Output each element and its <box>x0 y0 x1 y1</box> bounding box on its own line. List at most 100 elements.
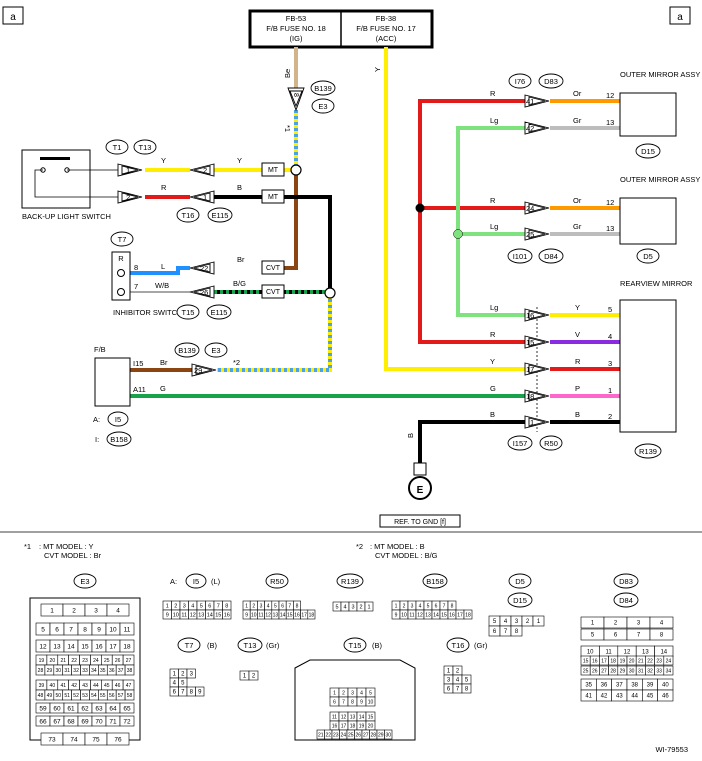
e3grid-pin: 26 <box>115 658 121 664</box>
t16grid-pin: 3 <box>447 678 451 684</box>
b158grid-pin: 2 <box>403 603 406 609</box>
i5grid-pin: 3 <box>183 603 186 609</box>
i5grid-pin: 11 <box>181 612 187 618</box>
corner-label-right: a <box>677 12 683 23</box>
i5grid-pin: 2 <box>174 603 177 609</box>
e3grid-pin: 64 <box>109 705 117 712</box>
legend-i5-oval <box>185 573 207 589</box>
t15grid-pin: 9 <box>360 699 363 705</box>
legend-t15-color: (B) <box>372 641 383 650</box>
r50grid-pin: 5 <box>274 603 277 609</box>
r139grid-pin: 1 <box>367 604 370 610</box>
r50grid-pin: 16 <box>294 612 300 618</box>
conn-e115: E115 <box>212 211 229 220</box>
wire-lg-loop <box>456 126 525 317</box>
e3grid-pin: 74 <box>70 736 78 743</box>
t16grid-pin: 5 <box>465 678 469 684</box>
legend-d15-oval <box>507 592 533 608</box>
t16grid-pin: 4 <box>456 678 460 684</box>
legend-i5-color: (L) <box>211 577 221 586</box>
inhibitor-pin-8 <box>117 269 125 277</box>
t15grid-pin: 7 <box>342 699 345 705</box>
e3grid-pin: 19 <box>39 658 45 664</box>
t15grid-pin: 2 <box>342 690 345 696</box>
wire-label: Lg <box>490 116 498 125</box>
junction-cvt-2 <box>261 284 285 299</box>
pin-b139-29 <box>191 363 217 377</box>
d83grid-pin: 14 <box>660 650 667 656</box>
d5grid-pin: 3 <box>515 619 519 625</box>
e3grid-pin: 29 <box>47 668 53 674</box>
r50grid-pin: 14 <box>280 612 286 618</box>
t15grid-pin: 22 <box>325 732 331 738</box>
d83grid-pin: 35 <box>585 683 592 689</box>
note-2-line-1: : MT MODEL : B <box>370 542 425 551</box>
pin-num: 2 <box>126 193 130 202</box>
e3grid-cell <box>106 732 130 746</box>
legend-d5-label: D5 <box>515 577 525 586</box>
outer-lh-label: OUTER MIRROR ASSY LH <box>620 175 702 184</box>
junction-mt-2-label: MT <box>268 194 279 201</box>
d83grid-pin: 42 <box>601 694 608 700</box>
wire-label: Lg <box>490 303 498 312</box>
t7grid-pin: 7 <box>181 690 185 696</box>
wire-label: V <box>575 330 580 339</box>
t15grid-pin: 16 <box>332 723 338 729</box>
pin-i157-15 <box>524 335 550 349</box>
e3grid-pin: 46 <box>115 683 121 689</box>
r139grid-cell <box>364 601 374 612</box>
b158grid-pin: 1 <box>395 603 398 609</box>
wire-label: R <box>490 196 496 205</box>
e3grid-pin: 14 <box>67 643 75 650</box>
ground-label: E <box>417 485 424 496</box>
e3grid-pin: 32 <box>73 668 79 674</box>
r50grid-pin: 4 <box>267 603 270 609</box>
r50grid-pin: 7 <box>288 603 291 609</box>
b158grid-cell <box>463 609 473 620</box>
d83grid-pin: 37 <box>616 683 623 689</box>
i5grid-pin: 15 <box>215 612 221 618</box>
e3grid-pin: 73 <box>48 736 56 743</box>
pin-num: I15 <box>133 359 143 368</box>
b158grid-pin: 15 <box>441 612 447 618</box>
wire-label: Br <box>237 255 245 264</box>
t7grid-pin: 5 <box>181 681 185 687</box>
wire-label: Or <box>573 89 582 98</box>
d5grid-pin: 1 <box>537 619 541 625</box>
t15grid-pin: 27 <box>363 732 369 738</box>
e3grid-pin: 54 <box>91 693 97 699</box>
legend-t16-oval <box>446 637 470 653</box>
pin-num: 16 <box>526 311 534 320</box>
e3grid-pin: 47 <box>126 683 132 689</box>
junction-cvt-2-label: CVT <box>266 289 281 296</box>
e3grid-pin: 27 <box>126 658 132 664</box>
t16grid-cell <box>461 683 472 694</box>
pin-i157-16 <box>524 308 550 322</box>
e3grid-pin: 3 <box>94 607 98 614</box>
pin-num: 24 <box>526 204 534 213</box>
t15grid-pin: 23 <box>333 732 339 738</box>
d83grid-pin: 16 <box>592 658 598 664</box>
d83grid-pin: 3 <box>637 621 641 627</box>
i5grid-pin: 9 <box>166 612 169 618</box>
t15grid-pin: 12 <box>341 714 347 720</box>
conn-r50: R50 <box>544 439 558 448</box>
e3grid-cell <box>119 622 135 636</box>
d83grid-pin: 34 <box>666 668 672 674</box>
pin-t13-2 <box>189 163 215 177</box>
corner-box-right <box>669 6 691 25</box>
e3grid-pin: 39 <box>39 683 45 689</box>
e3grid-pin: 68 <box>67 718 75 725</box>
e3grid-pin: 33 <box>82 668 88 674</box>
legend-d83-oval <box>613 573 639 589</box>
t15grid-pin: 5 <box>369 690 372 696</box>
r50grid-pin: 17 <box>301 612 307 618</box>
e3grid-pin: 10 <box>109 626 117 633</box>
wire-b-mt <box>214 195 332 293</box>
t16grid-pin: 1 <box>447 669 451 675</box>
b158grid-pin: 4 <box>419 603 422 609</box>
legend-a-prefix: A: <box>170 577 177 586</box>
r50grid-pin: 1 <box>245 603 248 609</box>
e3grid-pin: 1 <box>50 607 54 614</box>
